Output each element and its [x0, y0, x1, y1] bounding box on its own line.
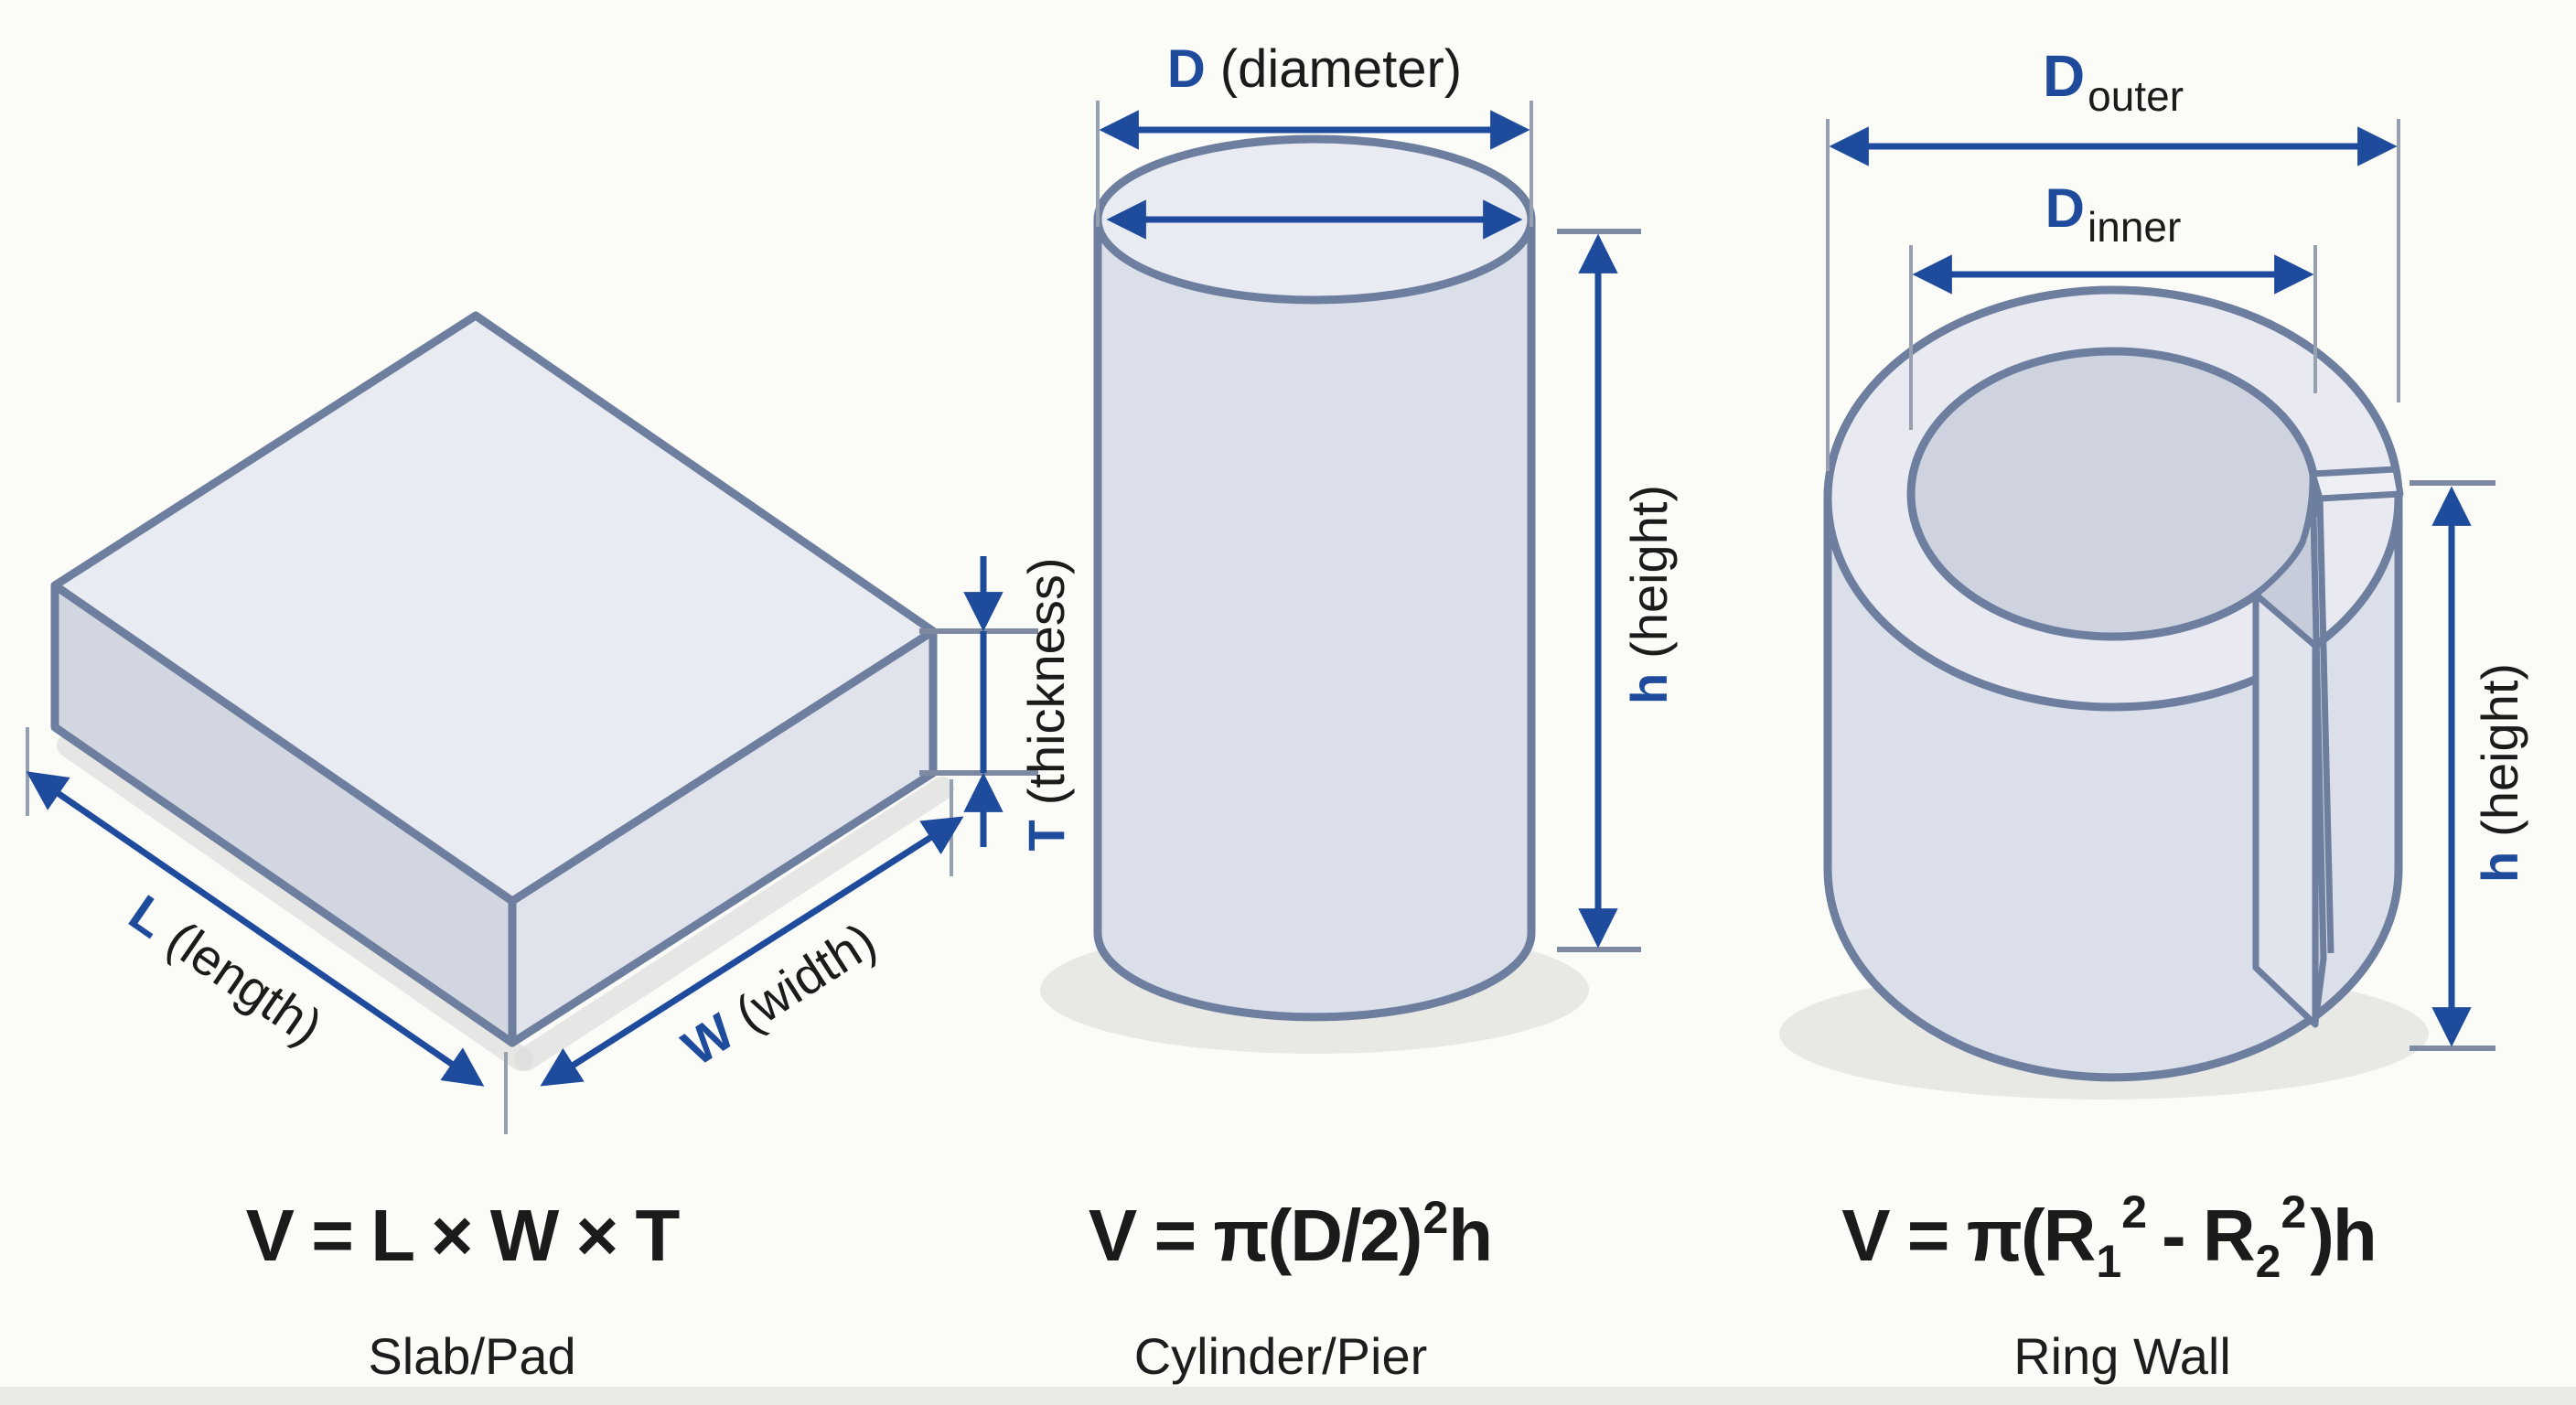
- ring-formula: V = π(R12- R22)h: [1841, 1186, 2376, 1287]
- slab-top-face: [50, 311, 938, 906]
- cylinder-body: [1093, 215, 1536, 1022]
- inner-diameter-label: Dinner: [2045, 177, 2182, 251]
- width-dimension-line: [540, 816, 964, 1087]
- ring-wall-end-top-face: [2309, 466, 2404, 502]
- ring-inner-cavity: [1911, 351, 2315, 637]
- ring-caption: Ring Wall: [2013, 1327, 2231, 1385]
- cylinder-caption: Cylinder/Pier: [1134, 1327, 1428, 1385]
- diameter-label: D(diameter): [1167, 39, 1462, 99]
- slab-formula: V = L × W × T: [246, 1195, 681, 1276]
- slab-caption: Slab/Pad: [368, 1327, 575, 1385]
- cylinder-formula: V = π(D/2)2h: [1089, 1192, 1491, 1276]
- ring-wall-end-edge: [2316, 498, 2334, 954]
- outer-diameter-label: Douter: [2043, 43, 2184, 120]
- length-dimension-line: [26, 771, 485, 1087]
- cylinder-height-label: h(height): [1620, 485, 1678, 704]
- ring-cut-face: [2252, 591, 2319, 1028]
- ring-wall-figure: Douter Dinner h(height): [1779, 43, 2528, 1099]
- slab-figure: L(length) W(width) T(thickness): [26, 311, 1075, 1134]
- ring-height-label: h(height): [2471, 663, 2528, 883]
- page-bottom-strip: [0, 1387, 2576, 1405]
- thickness-label: T(thickness): [1017, 558, 1075, 852]
- cylinder-figure: D(diameter) h(height): [1040, 39, 1678, 1054]
- formula-row: V = L × W × T Slab/Pad V = π(D/2)2h Cyli…: [246, 1186, 2377, 1385]
